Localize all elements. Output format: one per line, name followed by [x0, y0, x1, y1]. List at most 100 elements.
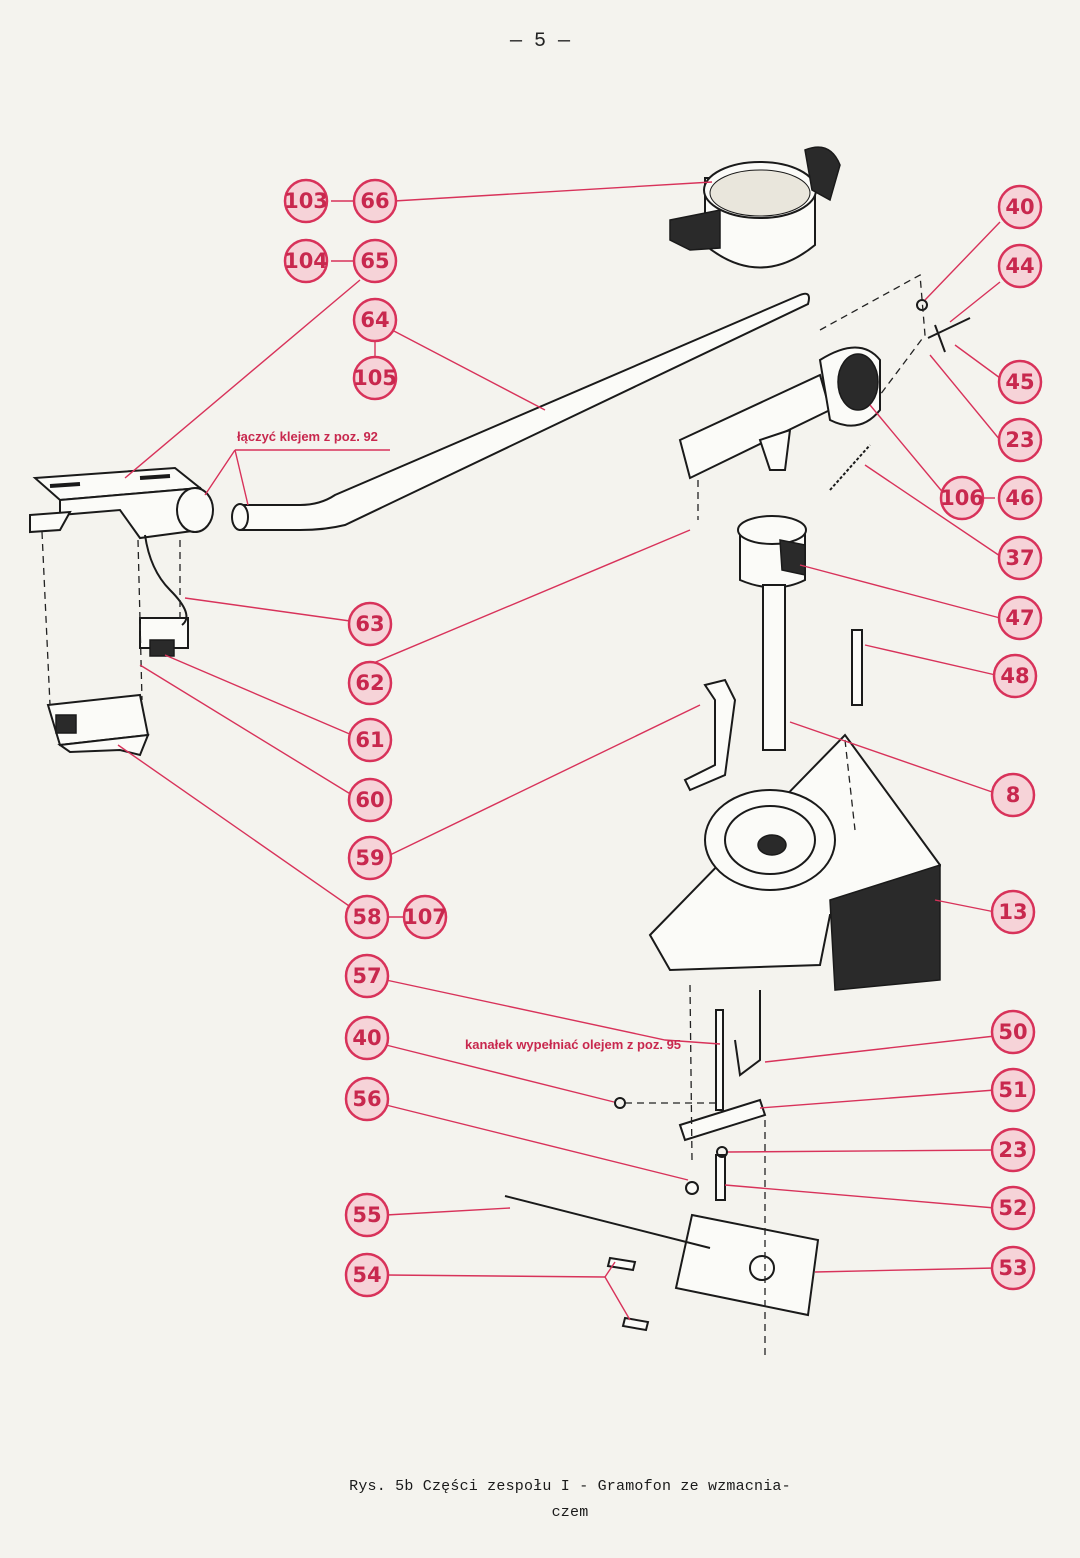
callout-55: 55: [344, 1192, 390, 1238]
svg-text:59: 59: [355, 846, 384, 870]
svg-text:13: 13: [998, 900, 1027, 924]
caption-line-1: Rys. 5b Części zespołu I - Gramofon ze w…: [349, 1478, 791, 1495]
svg-text:56: 56: [352, 1087, 381, 1111]
svg-text:48: 48: [1000, 664, 1029, 688]
svg-text:52: 52: [998, 1196, 1027, 1220]
callout-60: 60: [347, 777, 393, 823]
svg-text:8: 8: [1006, 783, 1021, 807]
svg-text:40: 40: [352, 1026, 381, 1050]
lift-pin: [715, 1009, 724, 1111]
callout-57: 57: [344, 953, 390, 999]
callout-44: 44: [997, 243, 1043, 289]
lever-plate: [678, 1098, 767, 1142]
svg-text:64: 64: [360, 308, 389, 332]
note-oil: kanałek wypełniać olejem z poz. 95: [465, 1037, 681, 1052]
callout-40-lower: 40: [344, 1015, 390, 1061]
callout-63: 63: [347, 601, 393, 647]
callout-47: 47: [997, 595, 1043, 641]
svg-text:46: 46: [1005, 486, 1034, 510]
callout-106: 106: [939, 475, 985, 521]
pivot-sleeve: [737, 515, 807, 751]
cartridge: [46, 693, 150, 757]
base-plate: [674, 1213, 820, 1317]
svg-text:65: 65: [360, 249, 389, 273]
spring-52: [715, 1154, 726, 1201]
callout-104: 104: [283, 238, 329, 284]
svg-text:63: 63: [355, 612, 384, 636]
washer-40a: [916, 299, 928, 311]
svg-text:23: 23: [1005, 428, 1034, 452]
svg-text:61: 61: [355, 728, 384, 752]
callout-13: 13: [990, 889, 1036, 935]
svg-text:37: 37: [1005, 546, 1034, 570]
tonearm-tube: [231, 292, 810, 531]
connector-clip: [139, 534, 189, 657]
svg-text:54: 54: [352, 1263, 381, 1287]
svg-text:23: 23: [998, 1138, 1027, 1162]
svg-text:103: 103: [284, 189, 328, 213]
spring: [829, 444, 871, 491]
callout-58: 58: [344, 894, 390, 940]
assembly-lines: [41, 273, 926, 1360]
callout-23-lower: 23: [990, 1127, 1036, 1173]
washer-40b: [614, 1097, 626, 1109]
callout-53: 53: [990, 1245, 1036, 1291]
callout-56: 56: [344, 1076, 390, 1122]
callout-59: 59: [347, 835, 393, 881]
callout-37: 37: [997, 535, 1043, 581]
callout-64: 64: [352, 297, 398, 343]
svg-text:53: 53: [998, 1256, 1027, 1280]
svg-text:58: 58: [352, 905, 381, 929]
callout-62: 62: [347, 660, 393, 706]
svg-text:66: 66: [360, 189, 389, 213]
callout-8: 8: [990, 772, 1036, 818]
svg-text:62: 62: [355, 671, 384, 695]
svg-text:107: 107: [403, 905, 447, 929]
callout-51: 51: [990, 1067, 1036, 1113]
screw-56: [685, 1181, 699, 1195]
callout-46: 46: [997, 475, 1043, 521]
callout-105: 105: [352, 355, 398, 401]
callout-107: 107: [402, 894, 448, 940]
callout-66: 66: [352, 178, 398, 224]
callout-52: 52: [990, 1185, 1036, 1231]
washer-23b: [716, 1146, 728, 1158]
arm-rest-cup: [669, 146, 841, 269]
screw-54a: [606, 1256, 637, 1272]
callout-103: 103: [283, 178, 329, 224]
svg-text:60: 60: [355, 788, 384, 812]
lift-lever: [683, 678, 737, 792]
lift-rod: [734, 990, 761, 1077]
base-plate-nut: [749, 1255, 775, 1281]
adjust-screw-44: [927, 317, 971, 353]
svg-text:57: 57: [352, 964, 381, 988]
leader-lines: [117, 181, 1001, 1321]
svg-text:40: 40: [1005, 195, 1034, 219]
svg-text:104: 104: [284, 249, 328, 273]
callout-45: 45: [997, 359, 1043, 405]
svg-text:106: 106: [940, 486, 984, 510]
headshell: [29, 466, 214, 540]
callout-65: 65: [352, 238, 398, 284]
screw-54b: [621, 1316, 650, 1332]
pin: [851, 629, 863, 706]
caption-line-2: czem: [551, 1504, 589, 1521]
callout-23-upper: 23: [997, 417, 1043, 463]
callout-40-upper: 40: [997, 184, 1043, 230]
svg-text:47: 47: [1005, 606, 1034, 630]
pivot-housing: [678, 346, 881, 480]
chassis-plate: [648, 733, 942, 991]
svg-text:44: 44: [1005, 254, 1034, 278]
svg-text:45: 45: [1005, 370, 1034, 394]
callout-54: 54: [344, 1252, 390, 1298]
svg-text:51: 51: [998, 1078, 1027, 1102]
callout-48: 48: [992, 653, 1038, 699]
wire-rod: [504, 1195, 711, 1249]
figure-caption: Rys. 5b Części zespołu I - Gramofon ze w…: [200, 1474, 940, 1526]
svg-text:105: 105: [353, 366, 397, 390]
page-number: — 5 —: [509, 30, 570, 53]
callout-61: 61: [347, 717, 393, 763]
svg-text:50: 50: [998, 1020, 1027, 1044]
